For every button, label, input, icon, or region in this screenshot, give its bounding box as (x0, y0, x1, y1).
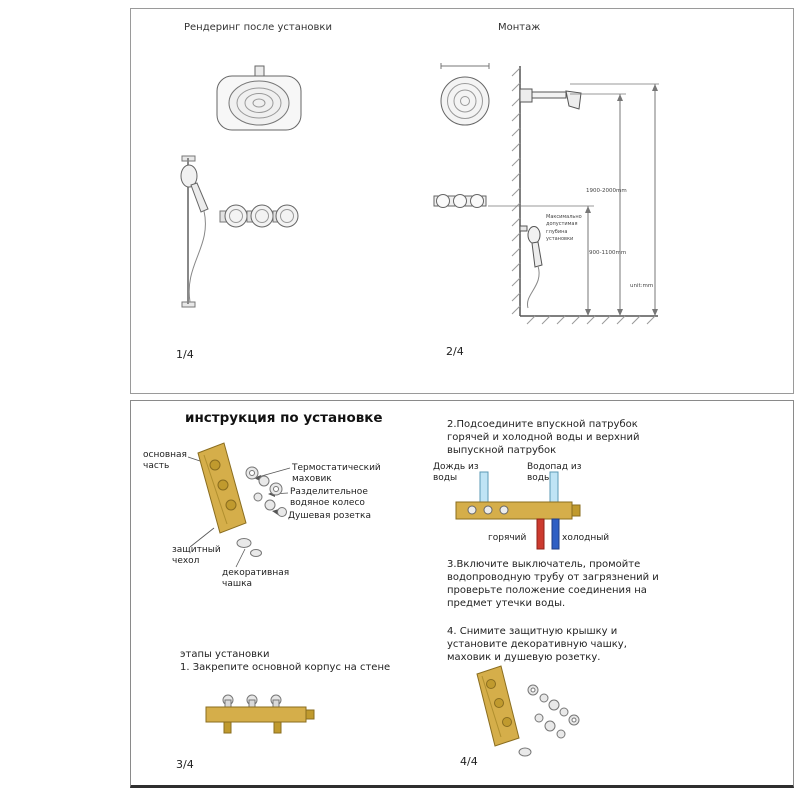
step3-text: 3.Включите выключатель, промойте водопро… (447, 559, 659, 609)
floor-hatch (526, 315, 656, 325)
hand-shower-side (519, 225, 543, 309)
leader-lines (187, 456, 291, 568)
shower-head-drawing (216, 65, 302, 131)
label-protective-cover: защитный чехол (172, 545, 221, 566)
dimension-lines (488, 83, 659, 316)
page-number-4: 4/4 (460, 755, 478, 768)
wall-spout-side (519, 88, 582, 110)
rain-water-label: Дождь из воды (433, 462, 479, 483)
valve-body-wall-drawing (205, 694, 315, 734)
bottom-panel-frame (130, 400, 794, 788)
hand-shower (180, 164, 209, 303)
step4-text: 4. Снимите защитную крышку и установите … (447, 626, 627, 663)
label-divider-wheel: Разделительное водяное колесо (290, 487, 368, 508)
exploded-view-diagram (187, 442, 291, 568)
label-thermostatic-handwheel: Термостатический маховик (292, 463, 381, 484)
label-decorative-cup: декоративная чашка (222, 568, 290, 589)
trim-parts-2 (518, 684, 580, 757)
main-body-exploded (197, 442, 247, 534)
label-main-part: основная часть (143, 450, 187, 471)
waterfall-water-label: Водопад из воды (527, 462, 582, 483)
hot-label: горячий (488, 533, 527, 543)
hand-shower-valve-drawing (180, 155, 299, 308)
shower-head-front (440, 63, 490, 126)
pipe-connection-diagram (455, 471, 581, 550)
wall-hatch (511, 67, 521, 315)
rain-outlet-pipe (479, 471, 489, 504)
trim-parts (236, 466, 287, 557)
mounting-diagram (433, 63, 659, 325)
wall-section (511, 66, 658, 325)
dimension-lower-label: 900-1100mm (589, 250, 627, 256)
panel1-title: Рендеринг после установки (184, 22, 332, 33)
main-body-exploded-2 (476, 665, 520, 747)
dimension-upper-label: 1900-2000mm (586, 188, 627, 194)
step1-text: 1. Закрепите основной корпус на стене (180, 662, 391, 673)
exploded-view-diagram-2 (476, 665, 580, 757)
cold-water-pipe (551, 518, 560, 550)
panel2-title: Монтаж (498, 22, 541, 33)
instruction-title: инструкция по установке (185, 410, 383, 426)
waterfall-outlet-pipe (549, 471, 559, 504)
cold-label: холодный (562, 533, 610, 543)
valve-knobs (219, 204, 299, 228)
valve-front (433, 194, 487, 208)
hot-water-pipe (536, 518, 545, 550)
max-depth-note: Максимально допустимая глубина установки (546, 214, 582, 242)
unit-label: unit:mm (630, 283, 654, 289)
page-number-3: 3/4 (176, 758, 194, 771)
page-number-1: 1/4 (176, 348, 194, 361)
step2-text: 2.Подсоедините впускной патрубок горячей… (447, 419, 640, 456)
label-shower-outlet: Душевая розетка (288, 511, 371, 521)
steps-title: этапы установки (180, 649, 270, 660)
page-number-2: 2/4 (446, 345, 464, 358)
